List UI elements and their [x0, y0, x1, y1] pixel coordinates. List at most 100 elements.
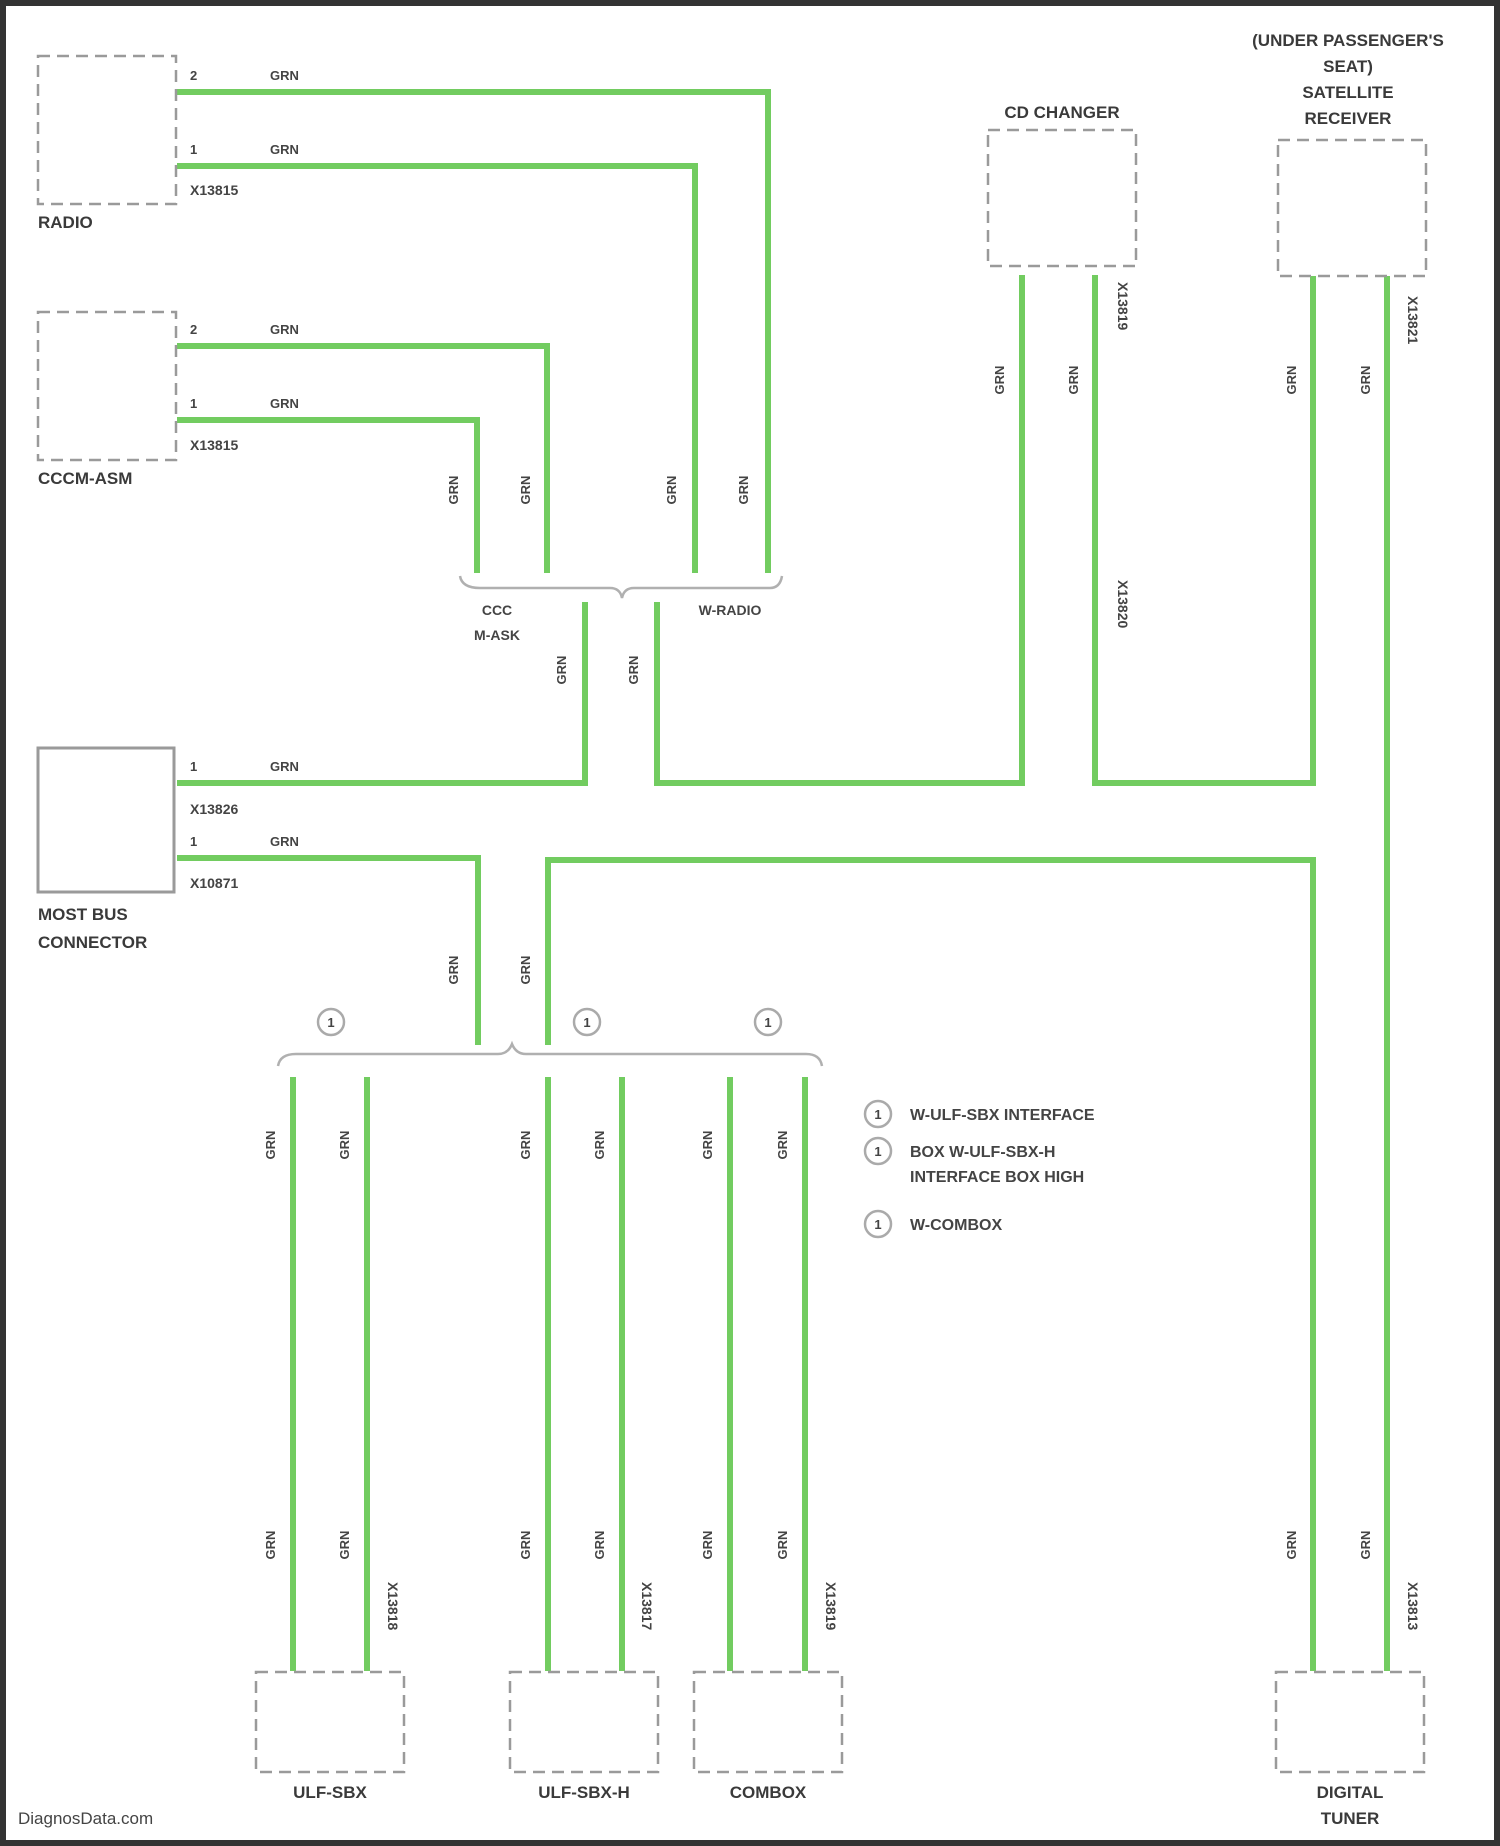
ulf-sbx-box: [256, 1672, 404, 1772]
wire-color-label: GRN: [775, 1131, 790, 1160]
wire-color-label: GRN: [270, 322, 299, 337]
most-bus-label-2: CONNECTOR: [38, 933, 147, 952]
combox-label: COMBOX: [730, 1783, 807, 1802]
cd-changer-label: CD CHANGER: [1004, 103, 1119, 122]
marker-number: 1: [327, 1015, 334, 1030]
most-connector-id-2: X10871: [190, 875, 238, 891]
combox-box: [694, 1672, 842, 1772]
wire-color-label: GRN: [337, 1131, 352, 1160]
wire-color-label: GRN: [1284, 366, 1299, 395]
wire-color-label: GRN: [626, 656, 641, 685]
wire-color-label: GRN: [446, 956, 461, 985]
upper-splice-brace: [460, 576, 782, 598]
wire-cccm-pin2: [180, 346, 547, 570]
legend-item-2-line-1: BOX W-ULF-SBX-H: [910, 1144, 1055, 1161]
ulf-sbx-h-label: ULF-SBX-H: [538, 1783, 630, 1802]
wire-color-label: GRN: [700, 1131, 715, 1160]
tuner-connector-id: X13813: [1405, 1582, 1421, 1630]
marker-number: 1: [874, 1107, 881, 1122]
wire-color-label: GRN: [554, 656, 569, 685]
radio-pin-2: 2: [190, 68, 197, 83]
wire-color-label: GRN: [592, 1131, 607, 1160]
cccm-pin-1: 1: [190, 396, 197, 411]
wire-color-label: GRN: [518, 1531, 533, 1560]
marker-number: 1: [583, 1015, 590, 1030]
most-pin-1-upper: 1: [190, 759, 197, 774]
most-pin-1-lower: 1: [190, 834, 197, 849]
wire-color-label: GRN: [263, 1131, 278, 1160]
wire-color-label: GRN: [270, 759, 299, 774]
most-bus-label-1: MOST BUS: [38, 905, 128, 924]
marker-number: 1: [764, 1015, 771, 1030]
wire-color-label: GRN: [518, 956, 533, 985]
wire-color-label: GRN: [1284, 1531, 1299, 1560]
cd-connector-id-lower: X13820: [1115, 580, 1131, 628]
wire-color-label: GRN: [337, 1531, 352, 1560]
watermark: DiagnosData.com: [18, 1809, 153, 1828]
ulf-sbx-h-box: [510, 1672, 658, 1772]
legend-item-3: W-COMBOX: [910, 1217, 1002, 1234]
wire-color-label: GRN: [700, 1531, 715, 1560]
cd-changer-box: [988, 130, 1136, 266]
wire-color-label: GRN: [736, 476, 751, 505]
wire-color-label: GRN: [270, 834, 299, 849]
wire-color-label: GRN: [775, 1531, 790, 1560]
satellite-label-1: (UNDER PASSENGER'S: [1252, 31, 1444, 50]
radio-box: [38, 56, 176, 204]
wire-cd-to-sat: [1095, 278, 1313, 783]
radio-connector-id: X13815: [190, 182, 238, 198]
splice-left-label-2: M-ASK: [474, 627, 520, 643]
combox-connector-id: X13819: [823, 1582, 839, 1630]
wire-color-label: GRN: [446, 476, 461, 505]
wire-color-label: GRN: [992, 366, 1007, 395]
legend-item-2-line-2: INTERFACE BOX HIGH: [910, 1169, 1084, 1186]
ulf-sbx-connector-id: X13818: [385, 1582, 401, 1630]
satellite-label-3: SATELLITE: [1302, 83, 1393, 102]
wire-color-label: GRN: [1066, 366, 1081, 395]
wire-color-label: GRN: [270, 68, 299, 83]
wire-color-label: GRN: [270, 142, 299, 157]
ulf-sbx-label: ULF-SBX: [293, 1783, 367, 1802]
digital-tuner-label-2: TUNER: [1321, 1809, 1380, 1828]
satellite-label-2: SEAT): [1323, 57, 1373, 76]
radio-label: RADIO: [38, 213, 93, 232]
cccm-connector-id: X13815: [190, 437, 238, 453]
sat-connector-id: X13821: [1405, 296, 1421, 344]
marker-number: 1: [874, 1144, 881, 1159]
wire-color-label: GRN: [270, 396, 299, 411]
lower-splice-brace: [278, 1044, 822, 1066]
splice-right-label: W-RADIO: [699, 602, 762, 618]
wires: [180, 92, 1387, 1668]
cd-connector-id-upper: X13819: [1115, 282, 1131, 330]
wire-tuner-to-lower-splice: [548, 860, 1313, 1668]
splice-left-label-1: CCC: [482, 602, 512, 618]
wire-color-label: GRN: [518, 1131, 533, 1160]
wire-splice-to-most: [180, 605, 585, 783]
digital-tuner-label-1: DIGITAL: [1317, 1783, 1384, 1802]
wire-color-labels: GRN GRN GRN GRN GRN GRN GRN GRN GRN GRN GRN GRN GRN G…: [263, 68, 1373, 1559]
digital-tuner-box: [1276, 1672, 1424, 1772]
cccm-pin-2: 2: [190, 322, 197, 337]
wire-color-label: GRN: [664, 476, 679, 505]
satellite-label-4: RECEIVER: [1305, 109, 1392, 128]
radio-pin-1: 1: [190, 142, 197, 157]
marker-number: 1: [874, 1217, 881, 1232]
ulf-sbx-h-connector-id: X13817: [639, 1582, 655, 1630]
most-connector-id-1: X13826: [190, 801, 238, 817]
legend-item-1: W-ULF-SBX INTERFACE: [910, 1107, 1095, 1124]
cccm-asm-box: [38, 312, 176, 460]
wire-color-label: GRN: [263, 1531, 278, 1560]
diagram-border: [3, 3, 1497, 1843]
wire-color-label: GRN: [592, 1531, 607, 1560]
wire-color-label: GRN: [518, 476, 533, 505]
marker-labels: 1 1 1 1 1 1: [327, 1015, 881, 1232]
wire-color-label: GRN: [1358, 366, 1373, 395]
satellite-receiver-box: [1278, 140, 1426, 276]
wire-splice-to-cd: [657, 278, 1022, 783]
wire-radio-pin1: [180, 166, 695, 570]
most-bus-connector-box: [38, 748, 174, 892]
wire-color-label: GRN: [1358, 1531, 1373, 1560]
cccm-asm-label: CCCM-ASM: [38, 469, 132, 488]
